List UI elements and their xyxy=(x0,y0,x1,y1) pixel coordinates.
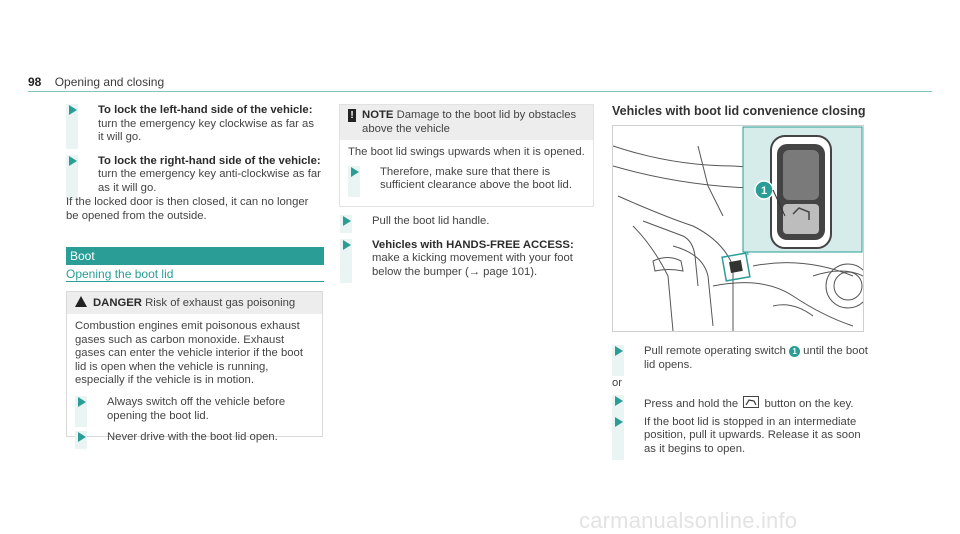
step-item: If the boot lid is stopped in an interme… xyxy=(612,415,868,461)
callout-number: 1 xyxy=(761,185,767,197)
danger-header: DANGER Risk of exhaust gas poisoning xyxy=(67,292,322,314)
arrow-right-icon xyxy=(615,416,623,427)
page-number: 98 xyxy=(28,75,42,89)
section-heading: Vehicles with boot lid convenience closi… xyxy=(612,104,866,118)
or-text: or xyxy=(612,377,623,389)
note-box: ! NOTE Damage to the boot lid by obstacl… xyxy=(339,104,594,207)
arrow-right-icon xyxy=(351,166,359,177)
danger-body: Combustion engines emit poisonous exhaus… xyxy=(75,320,303,387)
note-header: ! NOTE Damage to the boot lid by obstacl… xyxy=(340,105,593,141)
arrow-right-icon xyxy=(343,239,351,250)
warning-triangle-icon xyxy=(75,296,87,307)
section-bar: Boot xyxy=(66,247,324,265)
danger-box: DANGER Risk of exhaust gas poisoning Com… xyxy=(66,291,323,449)
arrow-right-icon xyxy=(69,155,77,166)
watermark: carmanualsonline.info xyxy=(579,508,798,533)
boot-switch-illustration: 1 xyxy=(612,125,871,332)
arrow-right-icon xyxy=(78,396,86,407)
page-header: 98 Opening and closing xyxy=(28,75,164,89)
column-1: To lock the left-hand side of the vehicl… xyxy=(66,104,322,200)
header-rule xyxy=(28,91,932,92)
step-item: Never drive with the boot lid open. xyxy=(75,431,314,449)
note-exclamation-icon: ! xyxy=(348,109,357,122)
step-item: To lock the right-hand side of the vehic… xyxy=(66,154,322,200)
arrow-right-icon xyxy=(343,216,351,226)
section-title: Opening and closing xyxy=(54,75,165,89)
note-body: The boot lid swings upwards when it is o… xyxy=(348,146,585,159)
step-item: Pull the boot lid handle. xyxy=(340,215,592,233)
subheading-rule xyxy=(66,281,324,282)
arrow-right-icon xyxy=(615,396,623,406)
boot-lid-icon xyxy=(743,396,760,408)
column-3-steps: Pull remote operating switch 1 until the… xyxy=(612,345,868,377)
callout-marker: 1 xyxy=(789,346,801,357)
arrow-right-icon xyxy=(69,105,77,115)
step-item: Therefore, make sure that there is suffi… xyxy=(348,165,585,197)
paragraph: If the locked door is then closed, it ca… xyxy=(66,196,309,222)
arrow-right-icon xyxy=(78,432,86,443)
step-item: Vehicles with HANDS-FREE ACCESS: make a … xyxy=(340,238,592,284)
arrow-right-icon xyxy=(615,346,623,356)
car-door-illustration: 1 xyxy=(612,126,871,332)
column-2-steps: Pull the boot lid handle. Vehicles with … xyxy=(340,215,592,284)
step-item: Pull remote operating switch 1 until the… xyxy=(612,345,868,377)
step-item: Press and hold the button on the key. xyxy=(612,395,868,416)
column-3-steps-2: Press and hold the button on the key. If… xyxy=(612,395,868,461)
subheading: Opening the boot lid xyxy=(66,267,174,281)
step-item: To lock the left-hand side of the vehicl… xyxy=(66,104,322,149)
step-item: Always switch off the vehicle before ope… xyxy=(75,395,314,428)
